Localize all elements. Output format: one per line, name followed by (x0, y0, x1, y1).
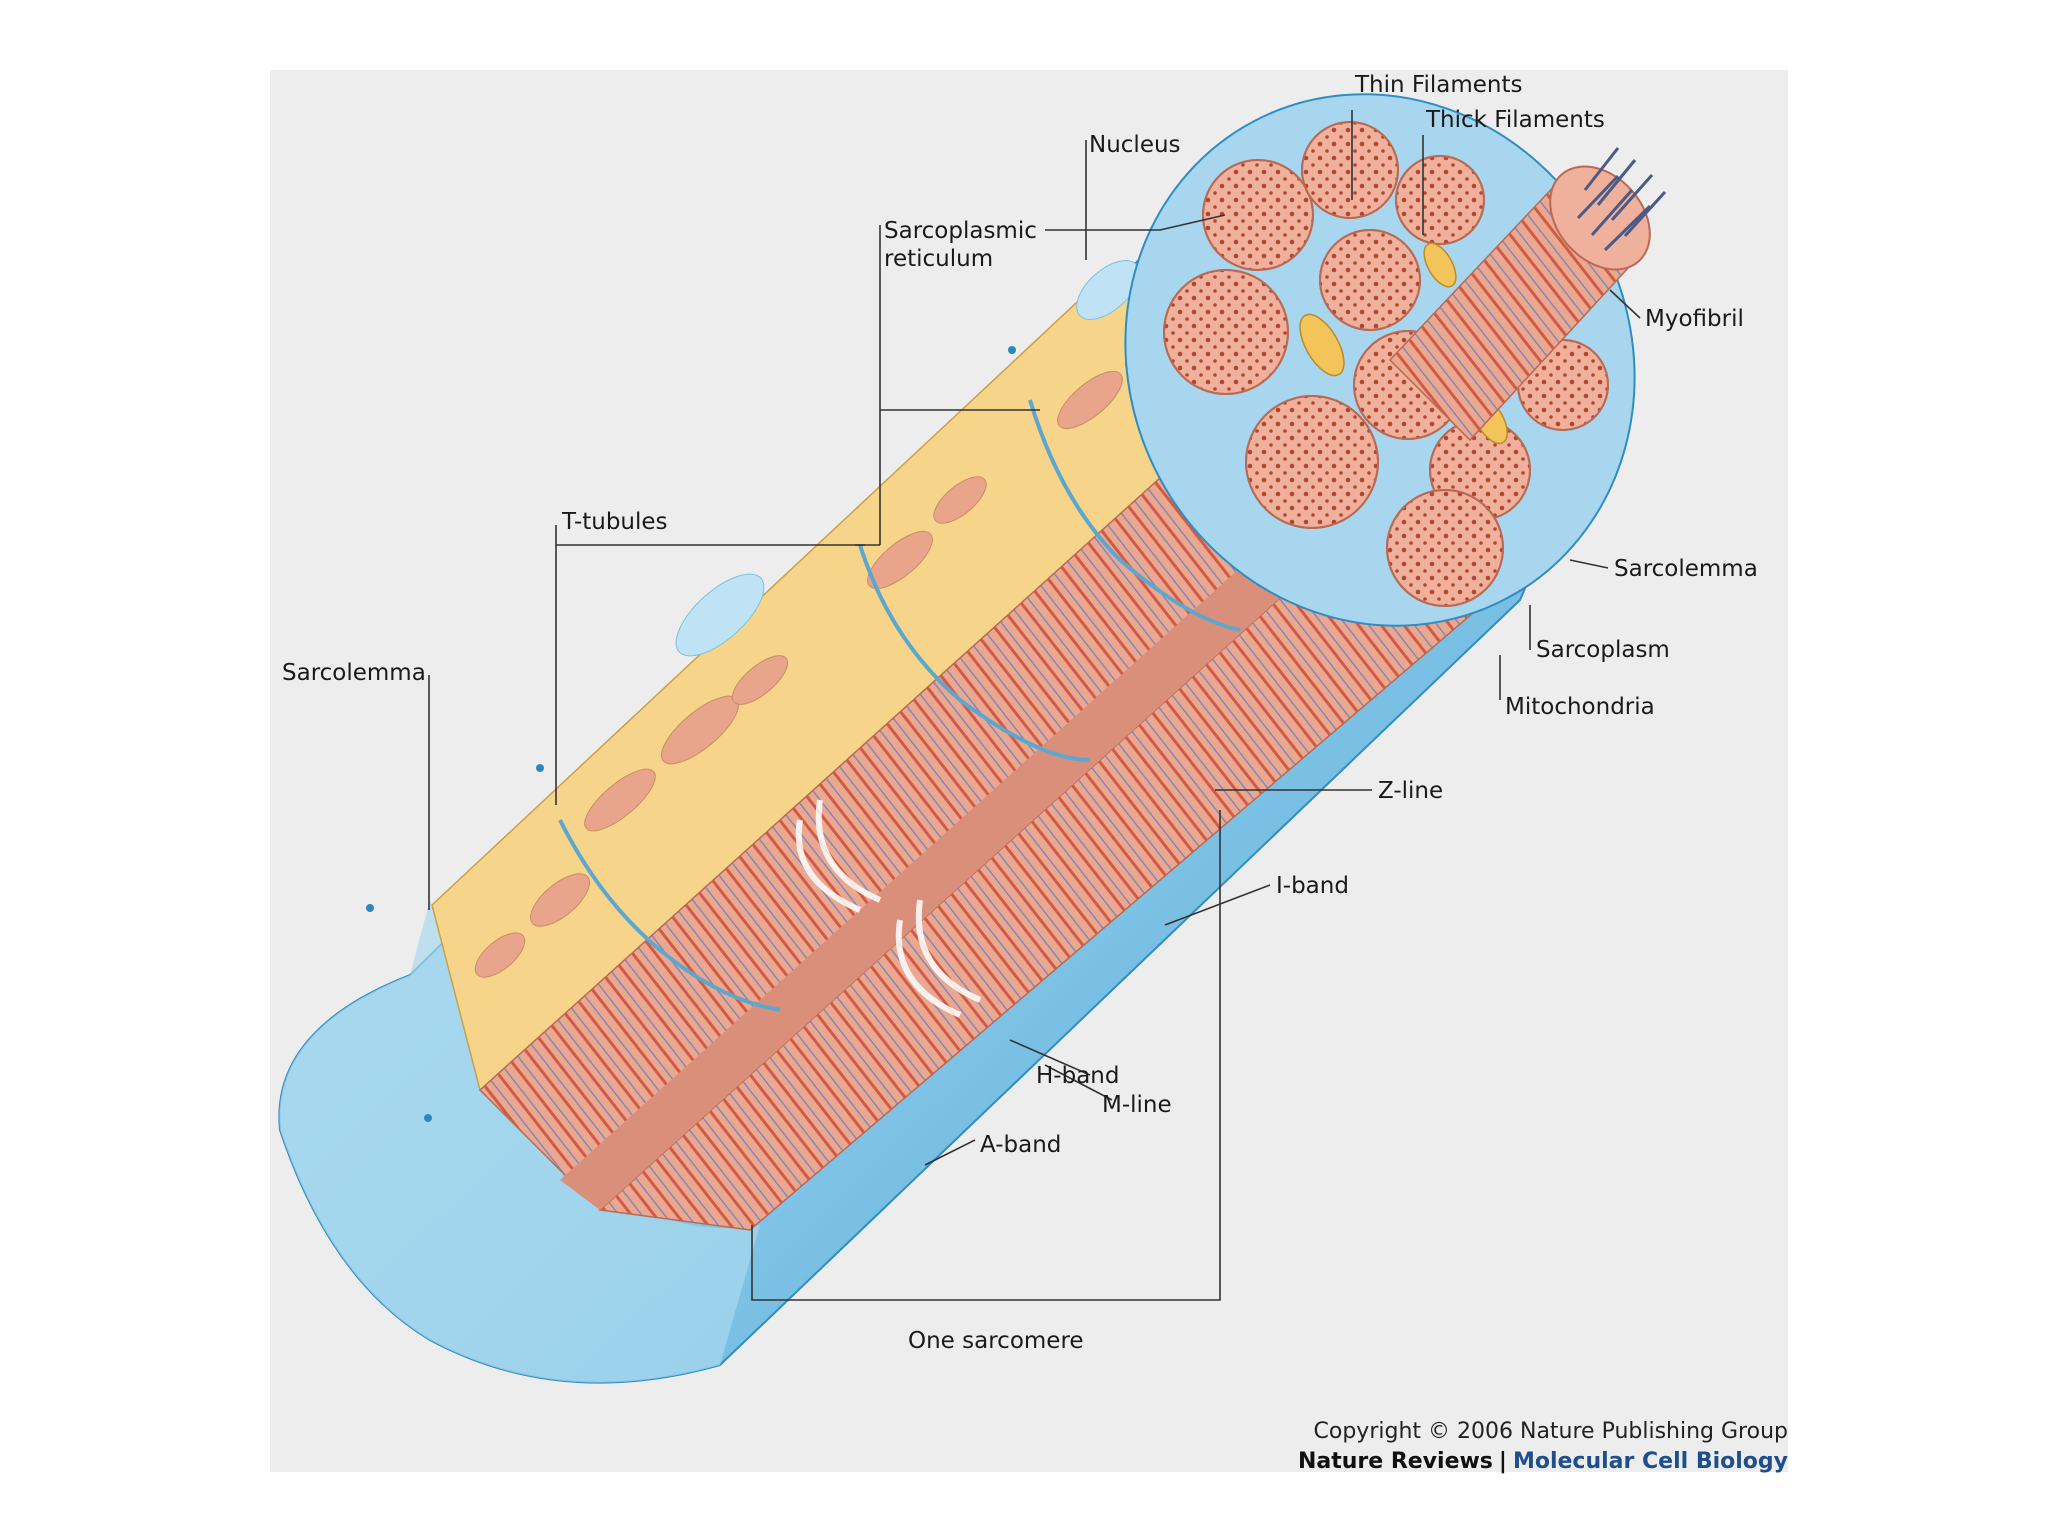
label-sarcoplasmic-reticulum-1: Sarcoplasmic (884, 218, 1037, 244)
label-z-line: Z-line (1378, 778, 1443, 804)
filament-ends (1576, 147, 1667, 252)
label-thick-filaments: Thick Filaments (1425, 107, 1605, 133)
label-h-band: H-band (1036, 1063, 1119, 1089)
label-sarcolemma-left: Sarcolemma (282, 660, 426, 686)
sarcolemma-dots (366, 346, 1016, 1122)
journal-credit: Nature Reviews|Molecular Cell Biology (1298, 1449, 1788, 1474)
myofibril-arcs (795, 799, 982, 1018)
t-tubule-lines (558, 399, 1241, 1012)
leader-lines (428, 110, 1641, 1301)
copyright-text: Copyright © 2006 Nature Publishing Group (1314, 1419, 1788, 1444)
label-sarcoplasmic-reticulum-2: reticulum (884, 246, 993, 272)
label-m-line: M-line (1102, 1092, 1172, 1118)
label-mitochondria: Mitochondria (1505, 694, 1655, 720)
label-a-band: A-band (980, 1132, 1061, 1158)
tube-end-cap (279, 900, 760, 1383)
journal-name: Nature Reviews (1298, 1449, 1493, 1474)
label-t-tubules: T-tubules (561, 509, 668, 535)
label-thin-filaments: Thin Filaments (1354, 72, 1522, 98)
label-nucleus: Nucleus (1089, 132, 1181, 158)
label-sarcoplasm: Sarcoplasm (1536, 637, 1670, 663)
journal-separator: | (1499, 1449, 1507, 1474)
label-myofibril: Myofibril (1645, 306, 1744, 332)
reticulum-network (474, 327, 1175, 978)
label-sarcolemma-right: Sarcolemma (1614, 556, 1758, 582)
label-one-sarcomere: One sarcomere (908, 1328, 1084, 1354)
nucleus-lower (675, 573, 765, 657)
myofibril-bundle-middle (560, 460, 1400, 1210)
label-i-band: I-band (1276, 873, 1349, 899)
subjournal-name: Molecular Cell Biology (1513, 1449, 1788, 1474)
